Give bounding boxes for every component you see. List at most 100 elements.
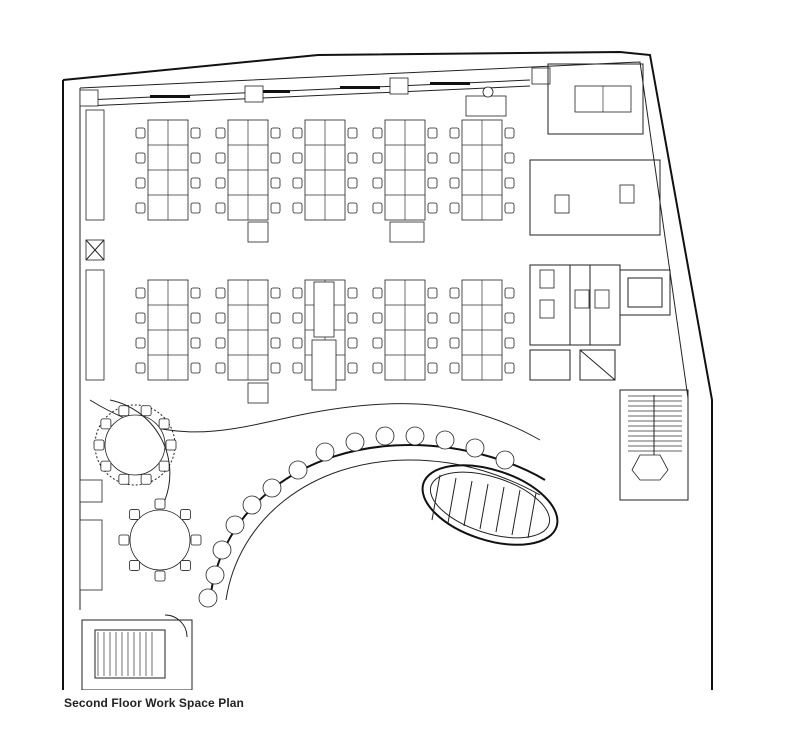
left-facade xyxy=(79,109,105,591)
lounge-seat xyxy=(212,540,232,560)
facade-windows xyxy=(79,67,551,107)
chair xyxy=(347,287,358,299)
chair xyxy=(135,202,146,214)
stair-left xyxy=(81,614,193,690)
lounge-seat xyxy=(495,450,515,470)
chair xyxy=(449,177,460,189)
seat xyxy=(180,509,191,520)
lounge-seat xyxy=(242,495,262,515)
chair xyxy=(270,127,281,139)
seat xyxy=(180,560,191,571)
chair xyxy=(372,127,383,139)
chair xyxy=(135,337,146,349)
chair xyxy=(449,362,460,374)
chair xyxy=(372,177,383,189)
chair xyxy=(504,177,515,189)
chair xyxy=(449,312,460,324)
chair xyxy=(347,202,358,214)
chair xyxy=(190,287,201,299)
chair xyxy=(270,312,281,324)
seat xyxy=(100,418,112,430)
chair xyxy=(215,177,226,189)
lounge-seat xyxy=(345,432,365,452)
meeting-room xyxy=(465,63,644,135)
chair xyxy=(372,152,383,164)
chair xyxy=(504,202,515,214)
chair xyxy=(347,337,358,349)
seat xyxy=(93,439,105,451)
desk-cluster xyxy=(292,119,358,221)
chair xyxy=(292,312,303,324)
seat xyxy=(140,405,152,417)
chair xyxy=(215,337,226,349)
seat xyxy=(158,418,170,430)
lounge-seat xyxy=(262,478,282,498)
chair xyxy=(347,127,358,139)
chair xyxy=(190,152,201,164)
seat xyxy=(165,439,177,451)
lounge-seat xyxy=(315,442,335,462)
chair xyxy=(504,152,515,164)
desk-cluster xyxy=(372,119,438,221)
lounge-seat xyxy=(465,438,485,458)
chair xyxy=(135,287,146,299)
chair xyxy=(427,362,438,374)
chair xyxy=(372,337,383,349)
seat xyxy=(154,570,166,582)
chair xyxy=(449,152,460,164)
seat xyxy=(118,534,130,546)
chair xyxy=(427,337,438,349)
chair xyxy=(190,337,201,349)
desk-cluster xyxy=(135,119,201,221)
chair xyxy=(504,362,515,374)
chair xyxy=(347,362,358,374)
chair xyxy=(215,127,226,139)
chair xyxy=(190,177,201,189)
chair xyxy=(190,312,201,324)
chair xyxy=(427,152,438,164)
seat xyxy=(129,509,140,520)
chair xyxy=(135,312,146,324)
chair xyxy=(449,202,460,214)
chair xyxy=(135,152,146,164)
round-table-1 xyxy=(93,399,177,501)
lounge-seat xyxy=(205,565,225,585)
chair xyxy=(270,362,281,374)
chair xyxy=(504,127,515,139)
chair xyxy=(347,312,358,324)
chair xyxy=(427,177,438,189)
desk-cluster xyxy=(449,119,515,221)
chair xyxy=(292,177,303,189)
chair xyxy=(347,177,358,189)
chair xyxy=(190,202,201,214)
lounge-seat xyxy=(405,426,425,446)
lounge-seat xyxy=(198,588,218,608)
floor-plan xyxy=(62,50,713,690)
chair xyxy=(270,202,281,214)
chair xyxy=(292,337,303,349)
chair xyxy=(190,127,201,139)
chair xyxy=(190,362,201,374)
chair xyxy=(347,152,358,164)
chair xyxy=(372,312,383,324)
chair xyxy=(215,312,226,324)
chair xyxy=(135,127,146,139)
chair xyxy=(292,152,303,164)
chair xyxy=(135,177,146,189)
seat xyxy=(118,405,130,417)
chair xyxy=(427,312,438,324)
chair xyxy=(292,202,303,214)
chair xyxy=(427,127,438,139)
workstation-clusters xyxy=(135,119,515,381)
chair xyxy=(270,287,281,299)
chair xyxy=(427,287,438,299)
lounge-seat xyxy=(375,426,395,446)
chair xyxy=(270,152,281,164)
elliptical-feature xyxy=(421,464,559,546)
seat xyxy=(140,473,152,485)
desk-cluster xyxy=(215,279,281,381)
chair xyxy=(135,362,146,374)
restroom-core xyxy=(529,159,671,381)
desk-cluster xyxy=(135,279,201,381)
chair xyxy=(504,287,515,299)
